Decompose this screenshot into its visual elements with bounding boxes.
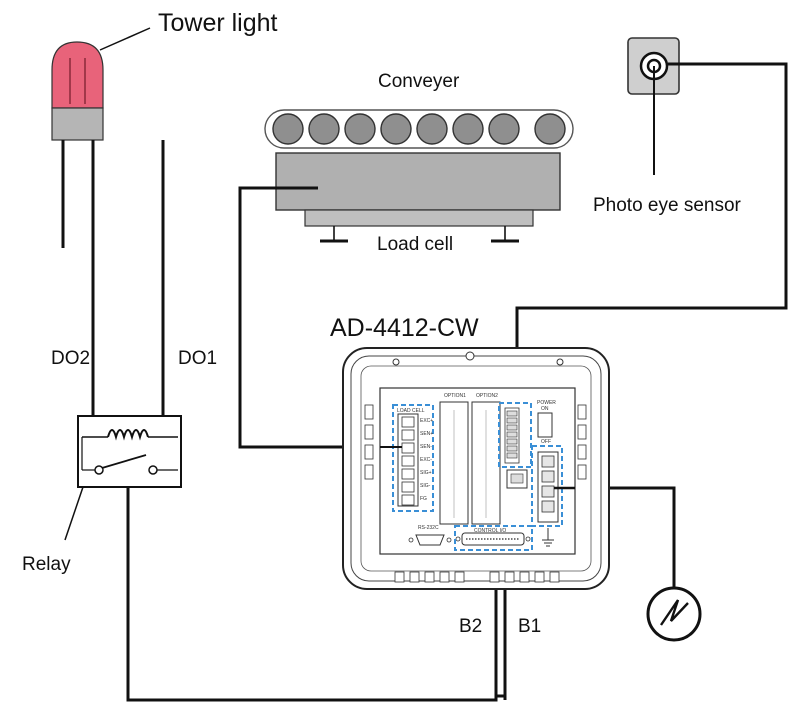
terminal-label: SIG+	[420, 470, 432, 476]
b1-label: B1	[518, 616, 542, 637]
load-cell-terminal-label: LOAD CELL	[397, 408, 425, 414]
do1-label: DO1	[178, 348, 218, 369]
control-io-highlight	[454, 525, 533, 551]
b2-wire	[126, 487, 498, 702]
indicator-rear-panel	[342, 347, 610, 590]
model-label: AD-4412-CW	[330, 314, 479, 342]
option2-label: OPTION2	[476, 393, 498, 399]
conveyor	[264, 109, 574, 243]
photo-eye-wire	[515, 62, 788, 420]
control-io-label: CONTROL I/O	[474, 528, 507, 534]
relay-icon	[77, 415, 182, 488]
ac-source-icon	[646, 586, 702, 642]
do2-label: DO2	[51, 348, 91, 369]
photo-eye-label: Photo eye sensor	[593, 195, 741, 216]
tower-light-label: Tower light	[158, 9, 278, 37]
terminal-label: EXC-	[420, 457, 432, 463]
power-on-label: ON	[541, 406, 549, 412]
conveyer-label: Conveyer	[378, 71, 460, 92]
load-cell-wire	[238, 186, 392, 449]
relay-leader	[64, 486, 84, 541]
terminal-label: EXC+	[420, 418, 434, 424]
load-cell-terminal-highlight	[392, 404, 434, 512]
sensor-io-highlight	[498, 402, 532, 468]
power-label: POWER	[537, 400, 556, 406]
terminal-label: FG	[420, 496, 427, 502]
relay-label: Relay	[22, 554, 71, 575]
option1-label: OPTION1	[444, 393, 466, 399]
terminal-label: SIG-	[420, 483, 431, 489]
b2-label: B2	[459, 616, 483, 637]
terminal-label: SEN+	[420, 431, 434, 437]
tower-light-icon	[51, 41, 104, 141]
photo-eye-icon	[627, 37, 680, 175]
terminal-label: SEN-	[420, 444, 432, 450]
power-terminal-highlight	[531, 445, 563, 527]
load-cell-label: Load cell	[377, 234, 454, 255]
tower-light-leader	[99, 27, 151, 51]
power-off-label: OFF	[541, 439, 551, 445]
rs232c-label: RS-232C	[418, 525, 439, 531]
